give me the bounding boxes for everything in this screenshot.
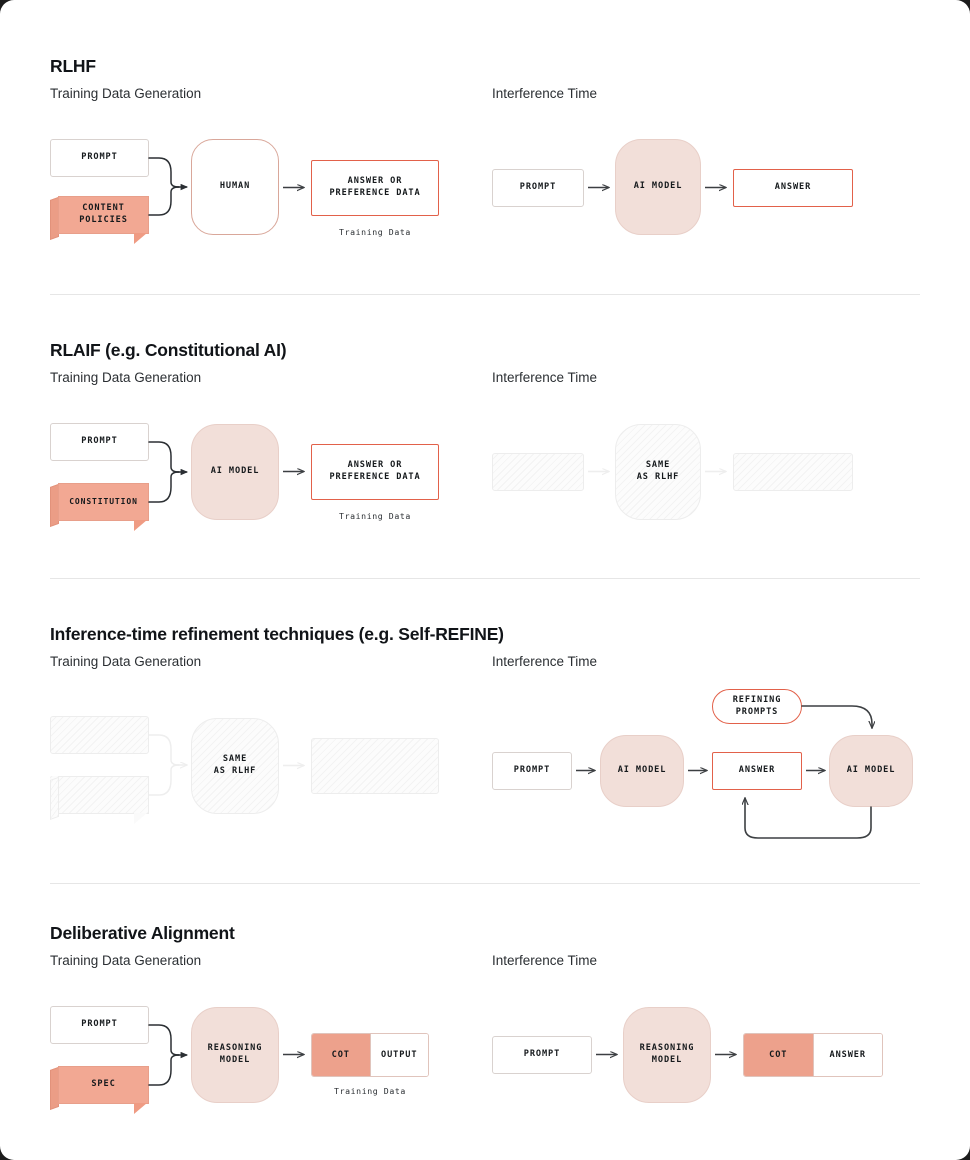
node-prompt-rlhf-training[interactable]: PROMPT [50,139,149,177]
arrow-model-to-answer-rlhf [705,182,733,194]
column-label-inference-1: Interference Time [492,86,598,101]
node-answer-or-preference-data-rlaif[interactable]: ANSWER OR PREFERENCE DATA [311,444,439,500]
node-ai-model-rlhf[interactable]: AI MODEL [615,139,701,235]
node-spec-deliberative[interactable]: SPEC [50,1066,149,1114]
column-label-training-3: Training Data Generation [50,654,202,669]
node-ai-model-self-refine-2[interactable]: AI MODEL [829,735,913,807]
arrow-refining-to-model2 [801,705,890,740]
section-divider-1 [50,294,920,295]
arrow-reasoning-to-answer-deliberative [715,1049,743,1061]
flag-label: SPEC [91,1079,116,1090]
flag-tail [134,520,147,531]
arrow-ghost-3 [283,760,311,772]
column-label-inference-4: Interference Time [492,953,598,968]
flag-label: CONSTITUTION [69,496,138,506]
flag-tail [134,813,147,824]
arrow-prompt-to-model-self-refine [576,765,602,777]
flag-label: CONTENT POLICIES [79,203,128,225]
node-cot-output-split-deliberative[interactable]: COT OUTPUT [311,1033,429,1077]
node-same-as-rlhf-self-refine: SAME AS RLHF [191,718,279,814]
node-cot-answer-split-deliberative[interactable]: COT ANSWER [743,1033,883,1077]
connector-merge-rlhf [148,157,189,216]
node-same-as-rlhf-rlaif: SAME AS RLHF [615,424,701,520]
column-label-training-2: Training Data Generation [50,370,202,385]
split-half-cot: COT [744,1034,813,1076]
section-divider-3 [50,883,920,884]
node-reasoning-model-deliberative-inference[interactable]: REASONING MODEL [623,1007,711,1103]
node-prompt-rlaif-training[interactable]: PROMPT [50,423,149,461]
column-label-inference-2: Interference Time [492,370,598,385]
connector-merge-ghost-3 [148,734,189,796]
section-title-rlhf: RLHF [50,56,96,76]
node-constitution-rlaif[interactable]: CONSTITUTION [50,483,149,531]
arrow-model-to-answer-self-refine [688,765,714,777]
node-answer-or-preference-data-rlhf[interactable]: ANSWER OR PREFERENCE DATA [311,160,439,216]
flag-tail [134,233,147,244]
arrow-human-to-output [283,182,311,194]
node-answer-rlhf[interactable]: ANSWER [733,169,853,207]
flag-body [58,483,149,521]
caption-training-data-rlaif: Training Data [339,511,411,521]
split-half-output: OUTPUT [369,1034,428,1076]
arrow-ghost-rlaif-2 [705,466,733,478]
connector-merge-deliberative [148,1024,189,1086]
node-refining-prompts[interactable]: REFINING PROMPTS [712,689,802,724]
section-title-self-refine: Inference-time refinement techniques (e.… [50,624,504,644]
split-half-answer: ANSWER [812,1034,882,1076]
caption-training-data-deliberative: Training Data [334,1086,406,1096]
node-prompt-self-refine-inference[interactable]: PROMPT [492,752,572,790]
flag-body [58,196,149,234]
column-label-training-1: Training Data Generation [50,86,202,101]
node-ai-model-rlaif[interactable]: AI MODEL [191,424,279,520]
arrow-answer-to-model2-self-refine [806,765,832,777]
node-ai-model-self-refine-1[interactable]: AI MODEL [600,735,684,807]
node-reasoning-model-deliberative-training[interactable]: REASONING MODEL [191,1007,279,1103]
column-label-training-4: Training Data Generation [50,953,202,968]
flag-body [58,776,149,814]
section-title-rlaif: RLAIF (e.g. Constitutional AI) [50,340,287,360]
node-answer-self-refine[interactable]: ANSWER [712,752,802,790]
arrow-reasoning-to-output-deliberative [283,1049,311,1061]
flag-tail [134,1103,147,1114]
arrow-feedback-loop-self-refine [740,800,872,839]
node-prompt-rlaif-inference-ghost [492,453,584,491]
node-answer-rlaif-ghost [733,453,853,491]
connector-merge-rlaif [148,441,189,503]
split-half-cot: COT [312,1034,370,1076]
node-prompt-self-refine-ghost [50,716,149,754]
node-policy-self-refine-ghost [50,776,149,824]
node-content-policies-rlhf[interactable]: CONTENT POLICIES [50,196,149,244]
caption-training-data-rlhf: Training Data [339,227,411,237]
arrow-prompt-to-model-rlhf [588,182,616,194]
node-human-rlhf[interactable]: HUMAN [191,139,279,235]
arrow-ghost-rlaif-1 [588,466,616,478]
arrow-prompt-to-reasoning-deliberative [596,1049,624,1061]
flag-label [58,776,149,814]
section-divider-2 [50,578,920,579]
node-prompt-rlhf-inference[interactable]: PROMPT [492,169,584,207]
section-title-deliberative-alignment: Deliberative Alignment [50,923,235,943]
node-output-self-refine-ghost [311,738,439,794]
arrow-model-to-output-rlaif [283,466,311,478]
column-label-inference-3: Interference Time [492,654,598,669]
node-prompt-deliberative-training[interactable]: PROMPT [50,1006,149,1044]
node-prompt-deliberative-inference[interactable]: PROMPT [492,1036,592,1074]
